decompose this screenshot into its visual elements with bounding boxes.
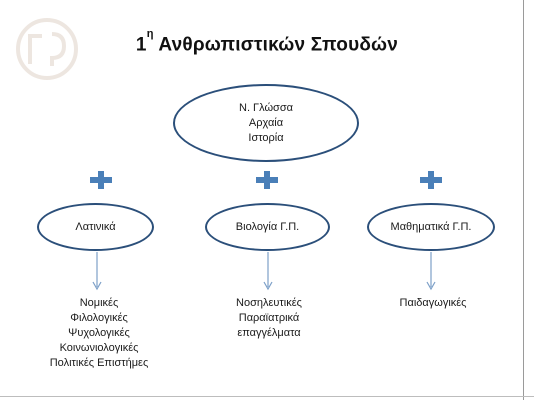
outcomes-list-mathematics: Παιδαγωγικές xyxy=(358,296,508,311)
branch-oval-latin: Λατινικά xyxy=(37,203,154,251)
core-subject: Αρχαία xyxy=(248,116,284,129)
core-subjects-oval: Ν. Γλώσσα Αρχαία Ιστορία xyxy=(173,84,359,162)
outcome-item: Παιδαγωγικές xyxy=(399,297,467,309)
title-number: 1 xyxy=(135,34,147,56)
outcomes-list-biology: Νοσηλευτικές Παραϊατρικά επαγγέλματα xyxy=(194,296,344,341)
title-superscript: η xyxy=(146,28,154,40)
down-arrow-icon xyxy=(426,252,436,291)
outcome-item: επαγγέλματα xyxy=(237,327,301,339)
outcome-item: Παραϊατρικά xyxy=(238,312,300,324)
down-arrow-icon xyxy=(92,252,102,291)
branch-oval-mathematics: Μαθηματικά Γ.Π. xyxy=(367,203,495,251)
branch-label: Μαθηματικά Γ.Π. xyxy=(390,220,472,233)
core-subject: Ν. Γλώσσα xyxy=(239,101,293,114)
title-text: Ανθρωπιστικών Σπουδών xyxy=(153,34,399,56)
outcome-item: Κοινωνιολογικές xyxy=(59,342,139,354)
branch-label: Λατινικά xyxy=(75,220,116,233)
outcome-item: Νομικές xyxy=(79,297,119,309)
outcome-item: Φιλολογικές xyxy=(70,312,128,324)
plus-icon xyxy=(256,171,278,189)
page-title: 1η Ανθρωπιστικών Σπουδών xyxy=(0,28,534,56)
frame-line-bottom xyxy=(0,396,534,397)
outcome-item: Νοσηλευτικές xyxy=(236,297,302,309)
down-arrow-icon xyxy=(263,252,273,291)
frame-line-right xyxy=(523,0,524,400)
outcome-item: Πολιτικές Επιστήμες xyxy=(49,357,149,369)
core-subject: Ιστορία xyxy=(248,131,284,144)
watermark-logo xyxy=(16,18,78,80)
outcome-item: Ψυχολογικές xyxy=(68,327,130,339)
outcomes-list-latin: Νομικές Φιλολογικές Ψυχολογικές Κοινωνιο… xyxy=(24,296,174,371)
branch-oval-biology: Βιολογία Γ.Π. xyxy=(205,203,330,251)
plus-icon xyxy=(90,171,112,189)
branch-label: Βιολογία Γ.Π. xyxy=(235,220,300,233)
plus-icon xyxy=(420,171,442,189)
